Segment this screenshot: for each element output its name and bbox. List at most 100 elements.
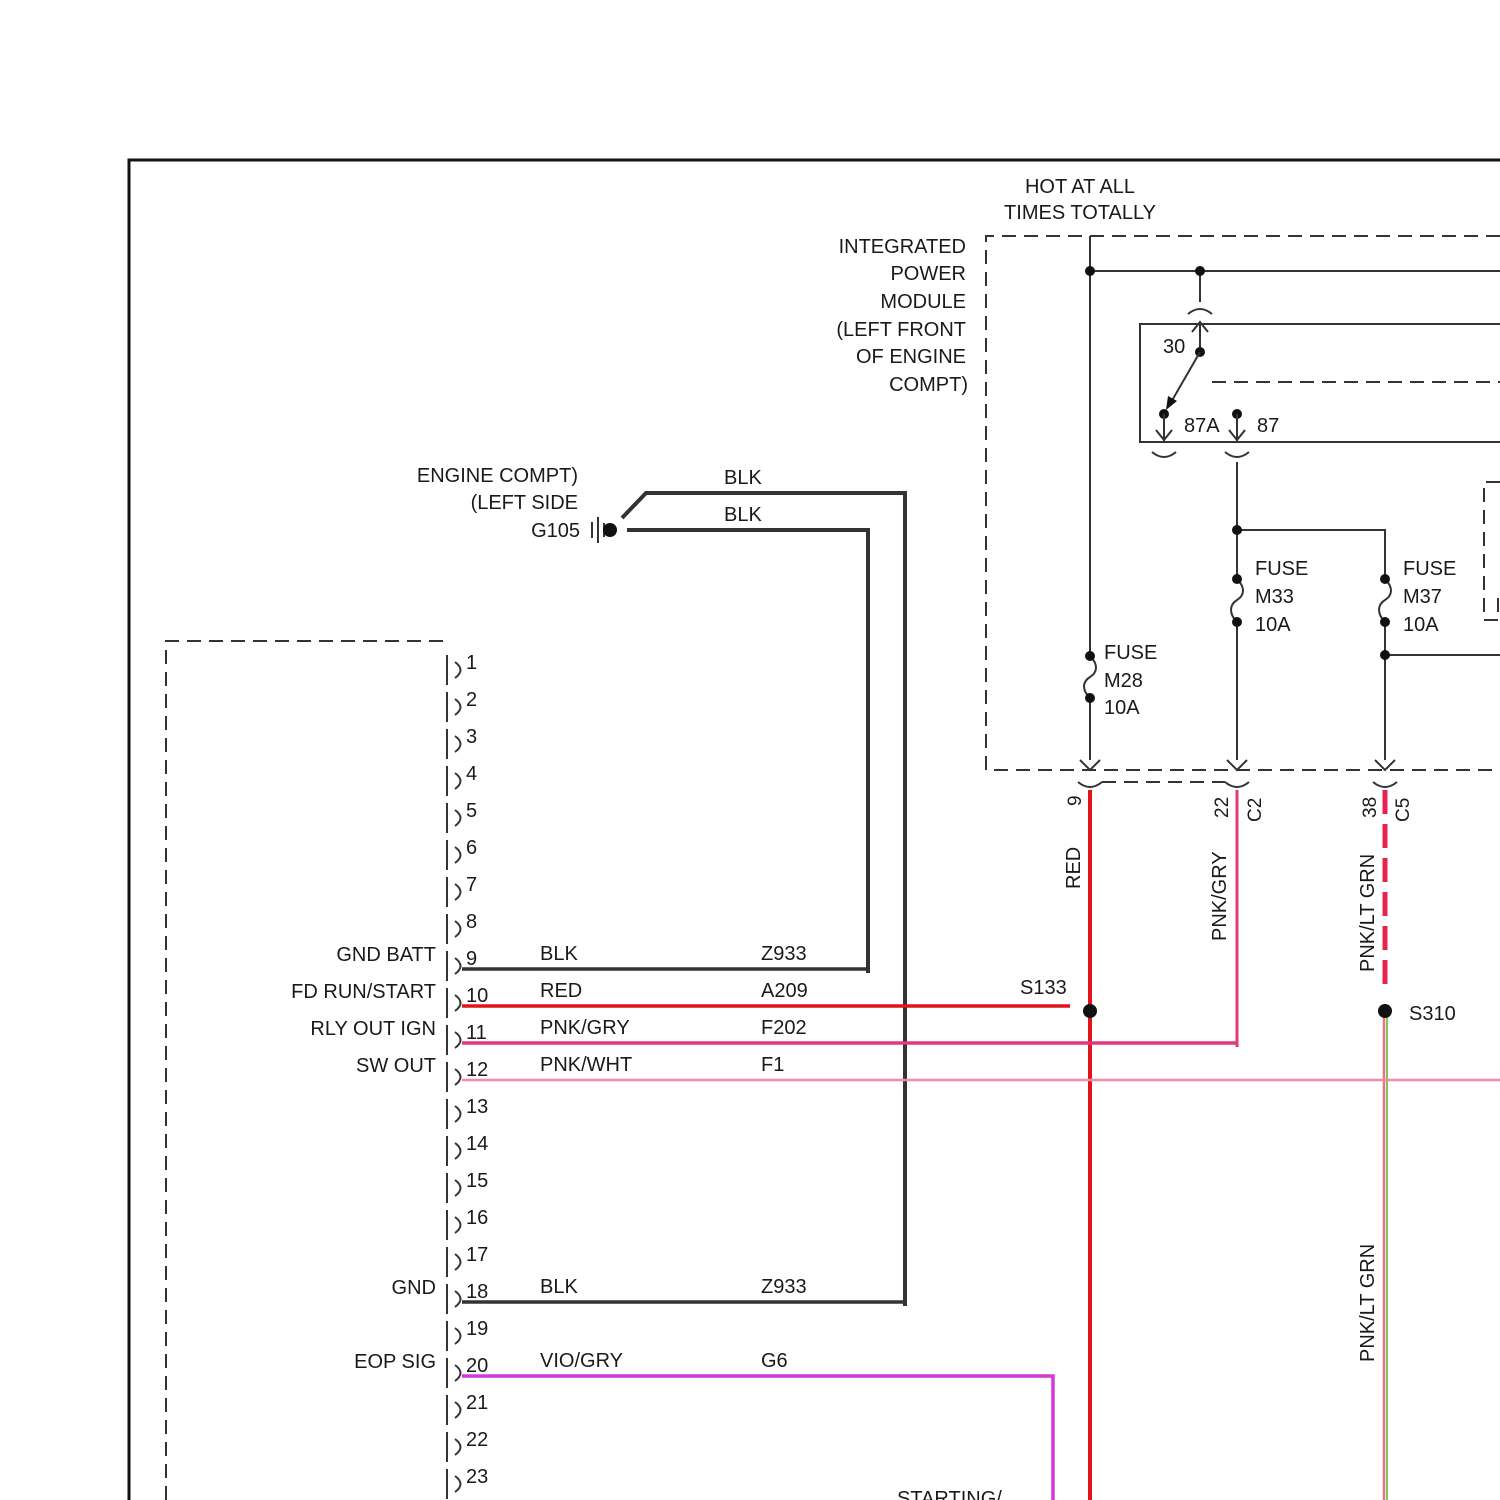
circuit-wire-color: RED — [540, 980, 582, 1002]
feed-junction — [1380, 650, 1390, 660]
connector-pin-socket — [447, 877, 461, 907]
ground-icon — [592, 517, 604, 543]
circuit-code: F202 — [761, 1017, 807, 1039]
connector-pin-socket — [447, 1284, 461, 1314]
diagram-frame — [129, 160, 1500, 1500]
output-connector — [1078, 782, 1102, 787]
connector-pin-socket — [447, 1247, 461, 1277]
connector-pin-number: 5 — [466, 800, 477, 822]
fuse-m37: FUSE M37 10A — [1379, 558, 1456, 636]
fuse-terminal — [1085, 693, 1095, 703]
connector-pin-socket — [447, 1173, 461, 1203]
fuse-feed — [1237, 462, 1500, 760]
connector-pin-socket — [447, 1210, 461, 1240]
ground-wire-color-1: BLK — [724, 467, 762, 489]
connector-pin-socket — [447, 1469, 461, 1499]
fuse-m28-label: FUSE — [1104, 642, 1157, 664]
connector-pin-number: 2 — [466, 689, 477, 711]
connector-pin-number: 15 — [466, 1170, 488, 1192]
connector-pin-number: 14 — [466, 1133, 488, 1155]
fuse-m37-label: FUSE — [1403, 558, 1456, 580]
connector-pin-socket — [447, 840, 461, 870]
wire-color-red: RED — [1063, 847, 1085, 889]
connector-pin-number: 12 — [466, 1059, 488, 1081]
connector-pin-socket — [447, 655, 461, 685]
fuse-m28-rating: 10A — [1104, 697, 1140, 719]
fuse-terminal — [1380, 574, 1390, 584]
ipm-label-line: MODULE — [880, 291, 966, 313]
ipm-label-line: POWER — [890, 263, 966, 285]
fuse-m28: FUSE M28 10A — [1084, 642, 1157, 719]
circuit-wire-color: BLK — [540, 943, 578, 965]
circuit-name: RLY OUT IGN — [310, 1018, 436, 1040]
connector-pin-socket — [447, 803, 461, 833]
relay-pin-87: 87 — [1257, 415, 1279, 437]
output-pin-38: 38 — [1360, 797, 1381, 818]
connector-pin-number: 11 — [466, 1022, 487, 1044]
connector-pins: 1234567891011121314151617181920212223 — [447, 652, 488, 1499]
circuit-code: F1 — [761, 1054, 784, 1076]
splice-s133-dot — [1083, 1004, 1097, 1018]
connector-pin-socket — [447, 692, 461, 722]
connector-pin-socket — [447, 988, 461, 1018]
connector-pin-number: 8 — [466, 911, 477, 933]
circuit-name: SW OUT — [356, 1055, 436, 1077]
connector-pin-number: 22 — [466, 1429, 488, 1451]
wire-color-pnk-ltgrn-lower: PNK/LT GRN — [1357, 1244, 1379, 1362]
connector-pin-socket — [447, 1358, 461, 1388]
fuse-terminal — [1380, 617, 1390, 627]
ipm-label-line: OF ENGINE — [856, 346, 966, 368]
splice-s310-dot — [1378, 1004, 1392, 1018]
fuse-m33-id: M33 — [1255, 586, 1294, 608]
connector-pin-socket — [447, 1432, 461, 1462]
ground-label-line: (LEFT SIDE — [471, 492, 578, 514]
ipm-boundary — [986, 236, 1500, 770]
ipm-label-line: COMPT) — [889, 374, 968, 396]
circuit-name: FD RUN/START — [291, 981, 436, 1003]
output-connector-c5: C5 — [1393, 798, 1414, 822]
output-arrow — [1227, 760, 1247, 770]
connector-pin-number: 9 — [466, 948, 477, 970]
connector-pin-number: 3 — [466, 726, 477, 748]
connector-pin-number: 20 — [466, 1355, 488, 1377]
circuit-wire-color: PNK/WHT — [540, 1054, 632, 1076]
fuse-terminal — [1232, 574, 1242, 584]
title-line-2: TIMES TOTALLY — [1004, 202, 1156, 224]
connector-pin-socket — [447, 1136, 461, 1166]
partial-component-label: STARTING/ — [897, 1488, 1002, 1500]
output-pin-labels: 9 22 C2 38 C5 — [1065, 795, 1414, 822]
connector-pin-socket — [447, 729, 461, 759]
connector-pin-number: 23 — [466, 1466, 488, 1488]
output-connector-c2: C2 — [1245, 798, 1266, 822]
ground-eyelet — [603, 523, 617, 537]
connector-pin-socket — [447, 766, 461, 796]
connector-pin-number: 1 — [466, 652, 477, 674]
output-connector — [1225, 782, 1249, 787]
fuse-m37-id: M37 — [1403, 586, 1442, 608]
output-pin-9: 9 — [1065, 795, 1086, 806]
connector-pin-socket — [447, 1099, 461, 1129]
splice-s133-label: S133 — [1020, 977, 1067, 999]
title-block: HOT AT ALL TIMES TOTALLY — [1004, 176, 1156, 224]
connector-pin-number: 19 — [466, 1318, 488, 1340]
connector-pin-number: 7 — [466, 874, 477, 896]
ground-g105: ENGINE COMPT) (LEFT SIDE G105 BLK BLK — [417, 465, 905, 1306]
feed-junction — [1232, 525, 1242, 535]
relay-87a-lead — [1156, 414, 1172, 442]
relay-input-connector — [1188, 309, 1212, 314]
circuit-name: GND BATT — [336, 944, 436, 966]
connector-pin-number: 16 — [466, 1207, 488, 1229]
connector-pin-number: 13 — [466, 1096, 488, 1118]
ipm-label-line: INTEGRATED — [839, 236, 966, 258]
output-arrow — [1375, 760, 1395, 770]
output-pin-22: 22 — [1212, 797, 1233, 818]
connector-pin-socket — [447, 951, 461, 981]
relay-pin-87a: 87A — [1184, 415, 1220, 437]
relay-87-connector — [1225, 452, 1249, 457]
circuit-wire-color: VIO/GRY — [540, 1350, 623, 1372]
relay-87a-connector — [1152, 452, 1176, 457]
circuit-name: GND — [392, 1277, 436, 1299]
connector-pin-number: 6 — [466, 837, 477, 859]
circuit-wire-color: BLK — [540, 1276, 578, 1298]
